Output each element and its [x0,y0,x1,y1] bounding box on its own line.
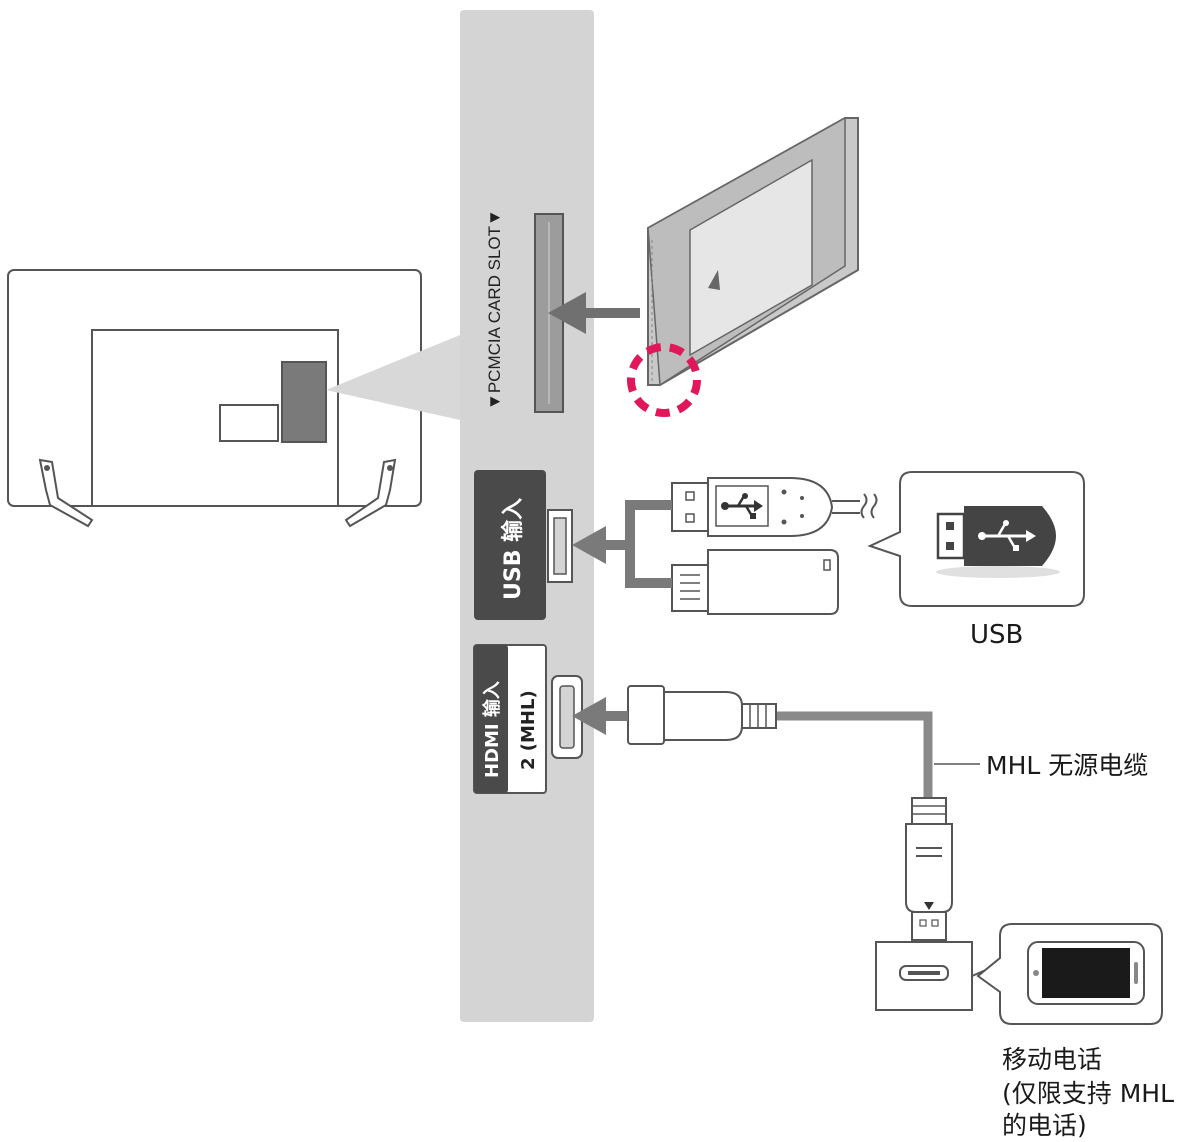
usb-cable-plug [671,477,878,537]
mhl-cable-label: MHL 无源电缆 [986,751,1149,780]
pcmcia-slot-label: ▼PCMCIA CARD SLOT▼ [485,209,504,410]
hdmi-port-label: HDMI 输入 [481,681,503,778]
mobile-phone-label-line2: (仅限支持 MHL [1002,1079,1174,1108]
hdmi-connect-arrow [572,697,628,735]
hdmi-port-sub-label: 2 (MHL) [518,690,539,770]
usb-device-label: USB [970,620,1024,650]
mobile-phone-label-line3: 的电话) [1002,1111,1087,1140]
tv-back-view [7,269,422,528]
mhl-cable [627,685,980,941]
usb-connect-arrow [572,500,672,588]
highlight-ring [627,343,701,417]
mobile-phone-label-line1: 移动电话 [1002,1045,1103,1074]
phone-port [875,941,1005,1011]
zoom-wedge [326,335,460,420]
mobile-phone-callout [976,923,1163,1025]
pcmcia-insert-arrow [548,292,640,334]
usb-port-label: USB 输入 [500,498,526,600]
tv-stand-left [38,458,94,528]
usb-port-label-block [474,470,546,620]
usb-callout [867,471,1085,607]
usb-flash-drive [671,549,839,615]
tv-port-block [219,404,279,442]
tv-side-port-block [281,361,327,443]
pcmcia-card [647,116,859,387]
tv-stand-right [344,458,397,528]
